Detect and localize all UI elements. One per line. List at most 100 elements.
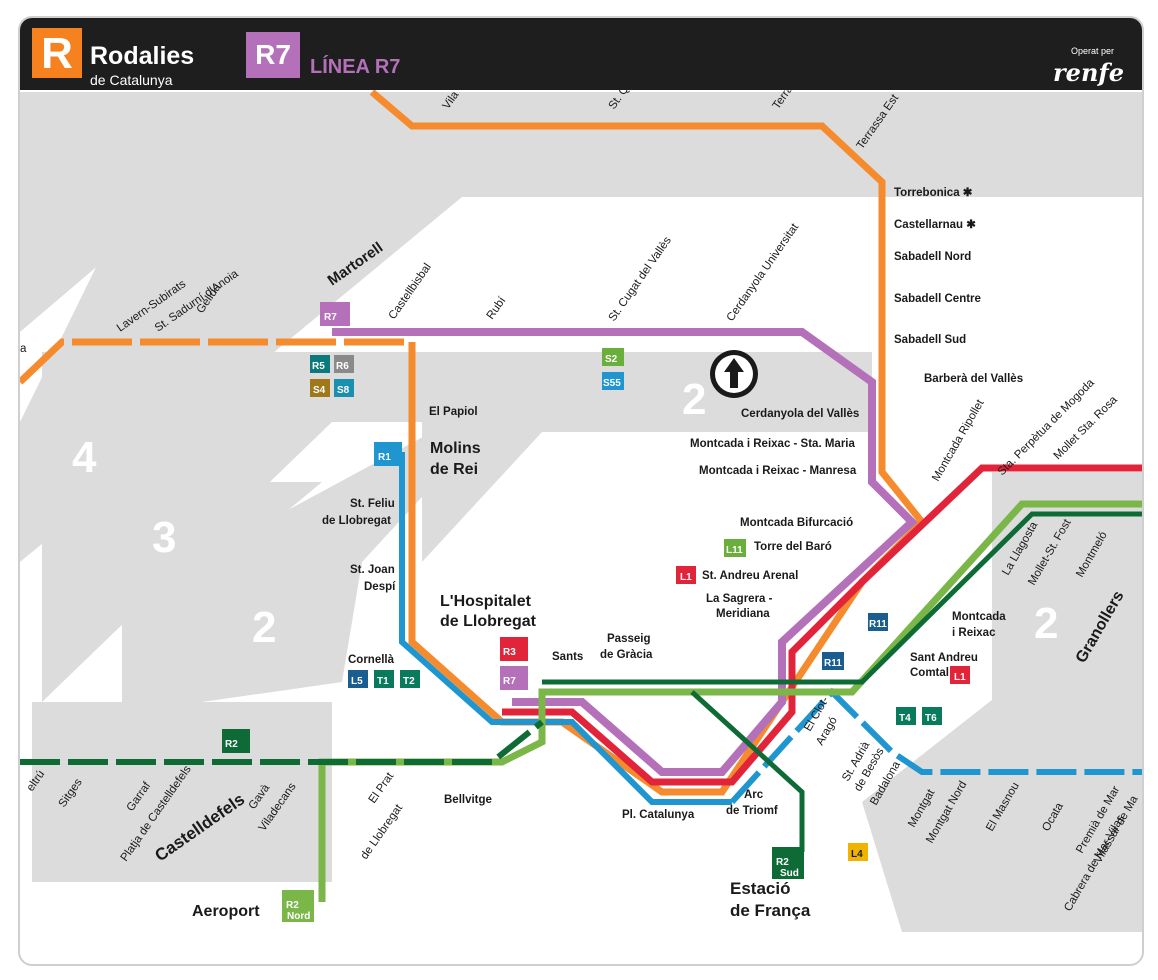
badge-r11-label: R11 [869,619,887,630]
station-label: Rubí [485,294,509,321]
badge-r2-nord-label: R2 [286,900,299,911]
badge-r6-label: R6 [336,361,349,372]
zone-number: 3a [468,224,497,254]
line-r2 [318,500,1142,902]
badge-r11-clot-label: R11 [824,658,842,669]
operator-label: Operat per [1070,46,1114,56]
rodalies-logo-icon: R [32,28,82,78]
badge-s8 [334,379,354,397]
badge-s8-label: S8 [337,385,350,396]
zone-number: 2 [682,375,706,424]
badge-s4 [310,379,330,397]
map-frame: 4 3 2 3a 3 2 1 2 Vila St. Q Terra Terras… [18,16,1144,966]
station-label: Sabadell Nord [894,251,971,263]
line-r1 [399,452,732,805]
station-label: Despí [364,581,396,593]
station-label: Passeig [607,633,650,645]
zone-number: 1 [608,448,632,497]
rail-map: 4 3 2 3a 3 2 1 2 Vila St. Q Terra Terras… [20,83,1142,932]
station-label: El Papiol [429,406,478,418]
station-label: a [20,343,27,355]
zone-number: 4 [72,433,97,482]
badge-r6 [334,355,354,373]
station-label: de Llobregat [440,613,537,630]
line-title: LÍNEA R7 [310,56,401,78]
badge-t1-label: T1 [377,676,389,687]
badge-r2-sud [772,847,804,879]
station-label: St. Andreu Arenal [702,570,798,582]
station-label: Torre del Baró [754,541,832,553]
station-label: de Rei [430,461,478,478]
badge-sud-label: Sud [780,868,799,879]
badge-s4-label: S4 [313,385,326,396]
badge-t1 [374,670,394,688]
badge-r3-label: R3 [503,647,516,658]
station-label: Sabadell Centre [894,293,981,305]
badge-r7-hospitalet-label: R7 [503,676,516,687]
line-badge: R7 [246,32,300,78]
station-label: El Prat [367,770,397,806]
badge-t6 [922,707,942,725]
line-r7 [332,328,918,776]
brand-title: Rodalies [90,42,195,70]
badge-r1 [374,442,402,466]
station-label: Sants [552,651,583,663]
station-label: Barberà del Vallès [924,373,1023,385]
badge-s55-label: S55 [603,378,621,389]
station-label: Aeroport [192,903,260,920]
badge-l5 [348,670,368,688]
badge-r2-label: R2 [225,739,238,750]
badge-t6-label: T6 [925,713,937,724]
station-label: Castellbisbal [387,261,434,321]
badge-s55 [602,372,624,390]
badge-r2-nord [282,890,314,922]
north-arrow-icon [710,350,758,398]
zone-number: 3 [152,513,176,562]
badge-r3 [500,637,528,661]
zone-bands [20,92,1142,932]
badge-l4-label: L4 [851,849,863,860]
line-badges: R7 R5 R6 S4 S8 S2 S55 R1 R3 R7 R2 R2 Nor… [222,302,970,922]
station-label: i Reixac [952,627,996,639]
station-label: de Llobregat [359,802,406,862]
badge-r11-clot [822,652,844,670]
station-label: Molins [430,440,481,457]
zone-number: 3 [607,218,631,267]
badge-l1-comtal [950,666,970,684]
station-label: de Triomf [726,805,778,817]
station-label: Montcada Bifurcació [740,517,853,529]
station-label: Montcada i Reixac - Manresa [699,465,857,477]
badge-r11 [868,613,888,631]
badge-r7-label: R7 [324,312,337,323]
station-label: Bellvitge [444,794,492,806]
badge-t4-label: T4 [899,713,911,724]
badge-s2-label: S2 [605,354,618,365]
renfe-logo: renfe [1053,58,1124,87]
line-r1-coast [729,687,1142,805]
badge-r7-hospitalet [500,666,528,690]
station-label: L'Hospitalet [440,593,532,610]
brand-subtitle: de Catalunya [90,72,173,88]
badge-t4 [896,707,916,725]
badge-nord-label: Nord [287,911,310,922]
station-label: Montcada [952,611,1006,623]
station-label: Cerdanyola Universitat [725,221,802,324]
badge-t2-label: T2 [403,676,415,687]
badge-l11 [724,539,746,557]
zone-number: 2 [252,603,276,652]
station-label: Estació [730,879,790,898]
line-r2-dark [542,511,1142,685]
badge-r1-label: R1 [378,452,391,463]
station-label: Castellarnau ✱ [894,219,976,231]
line-r2-south [20,719,544,765]
badge-l1 [676,566,696,584]
line-r2-sud [690,690,805,852]
station-label: Cornellà [348,654,395,666]
station-label: de Llobregat [322,515,391,527]
station-label: Arc [744,789,764,801]
station-label: de França [730,901,811,920]
badge-r2 [222,729,250,753]
badge-s2 [602,348,624,366]
station-label: Montcada i Reixac - Sta. Maria [690,438,855,450]
header-bar: R Rodalies de Catalunya R7 LÍNEA R7 Oper… [20,18,1142,90]
